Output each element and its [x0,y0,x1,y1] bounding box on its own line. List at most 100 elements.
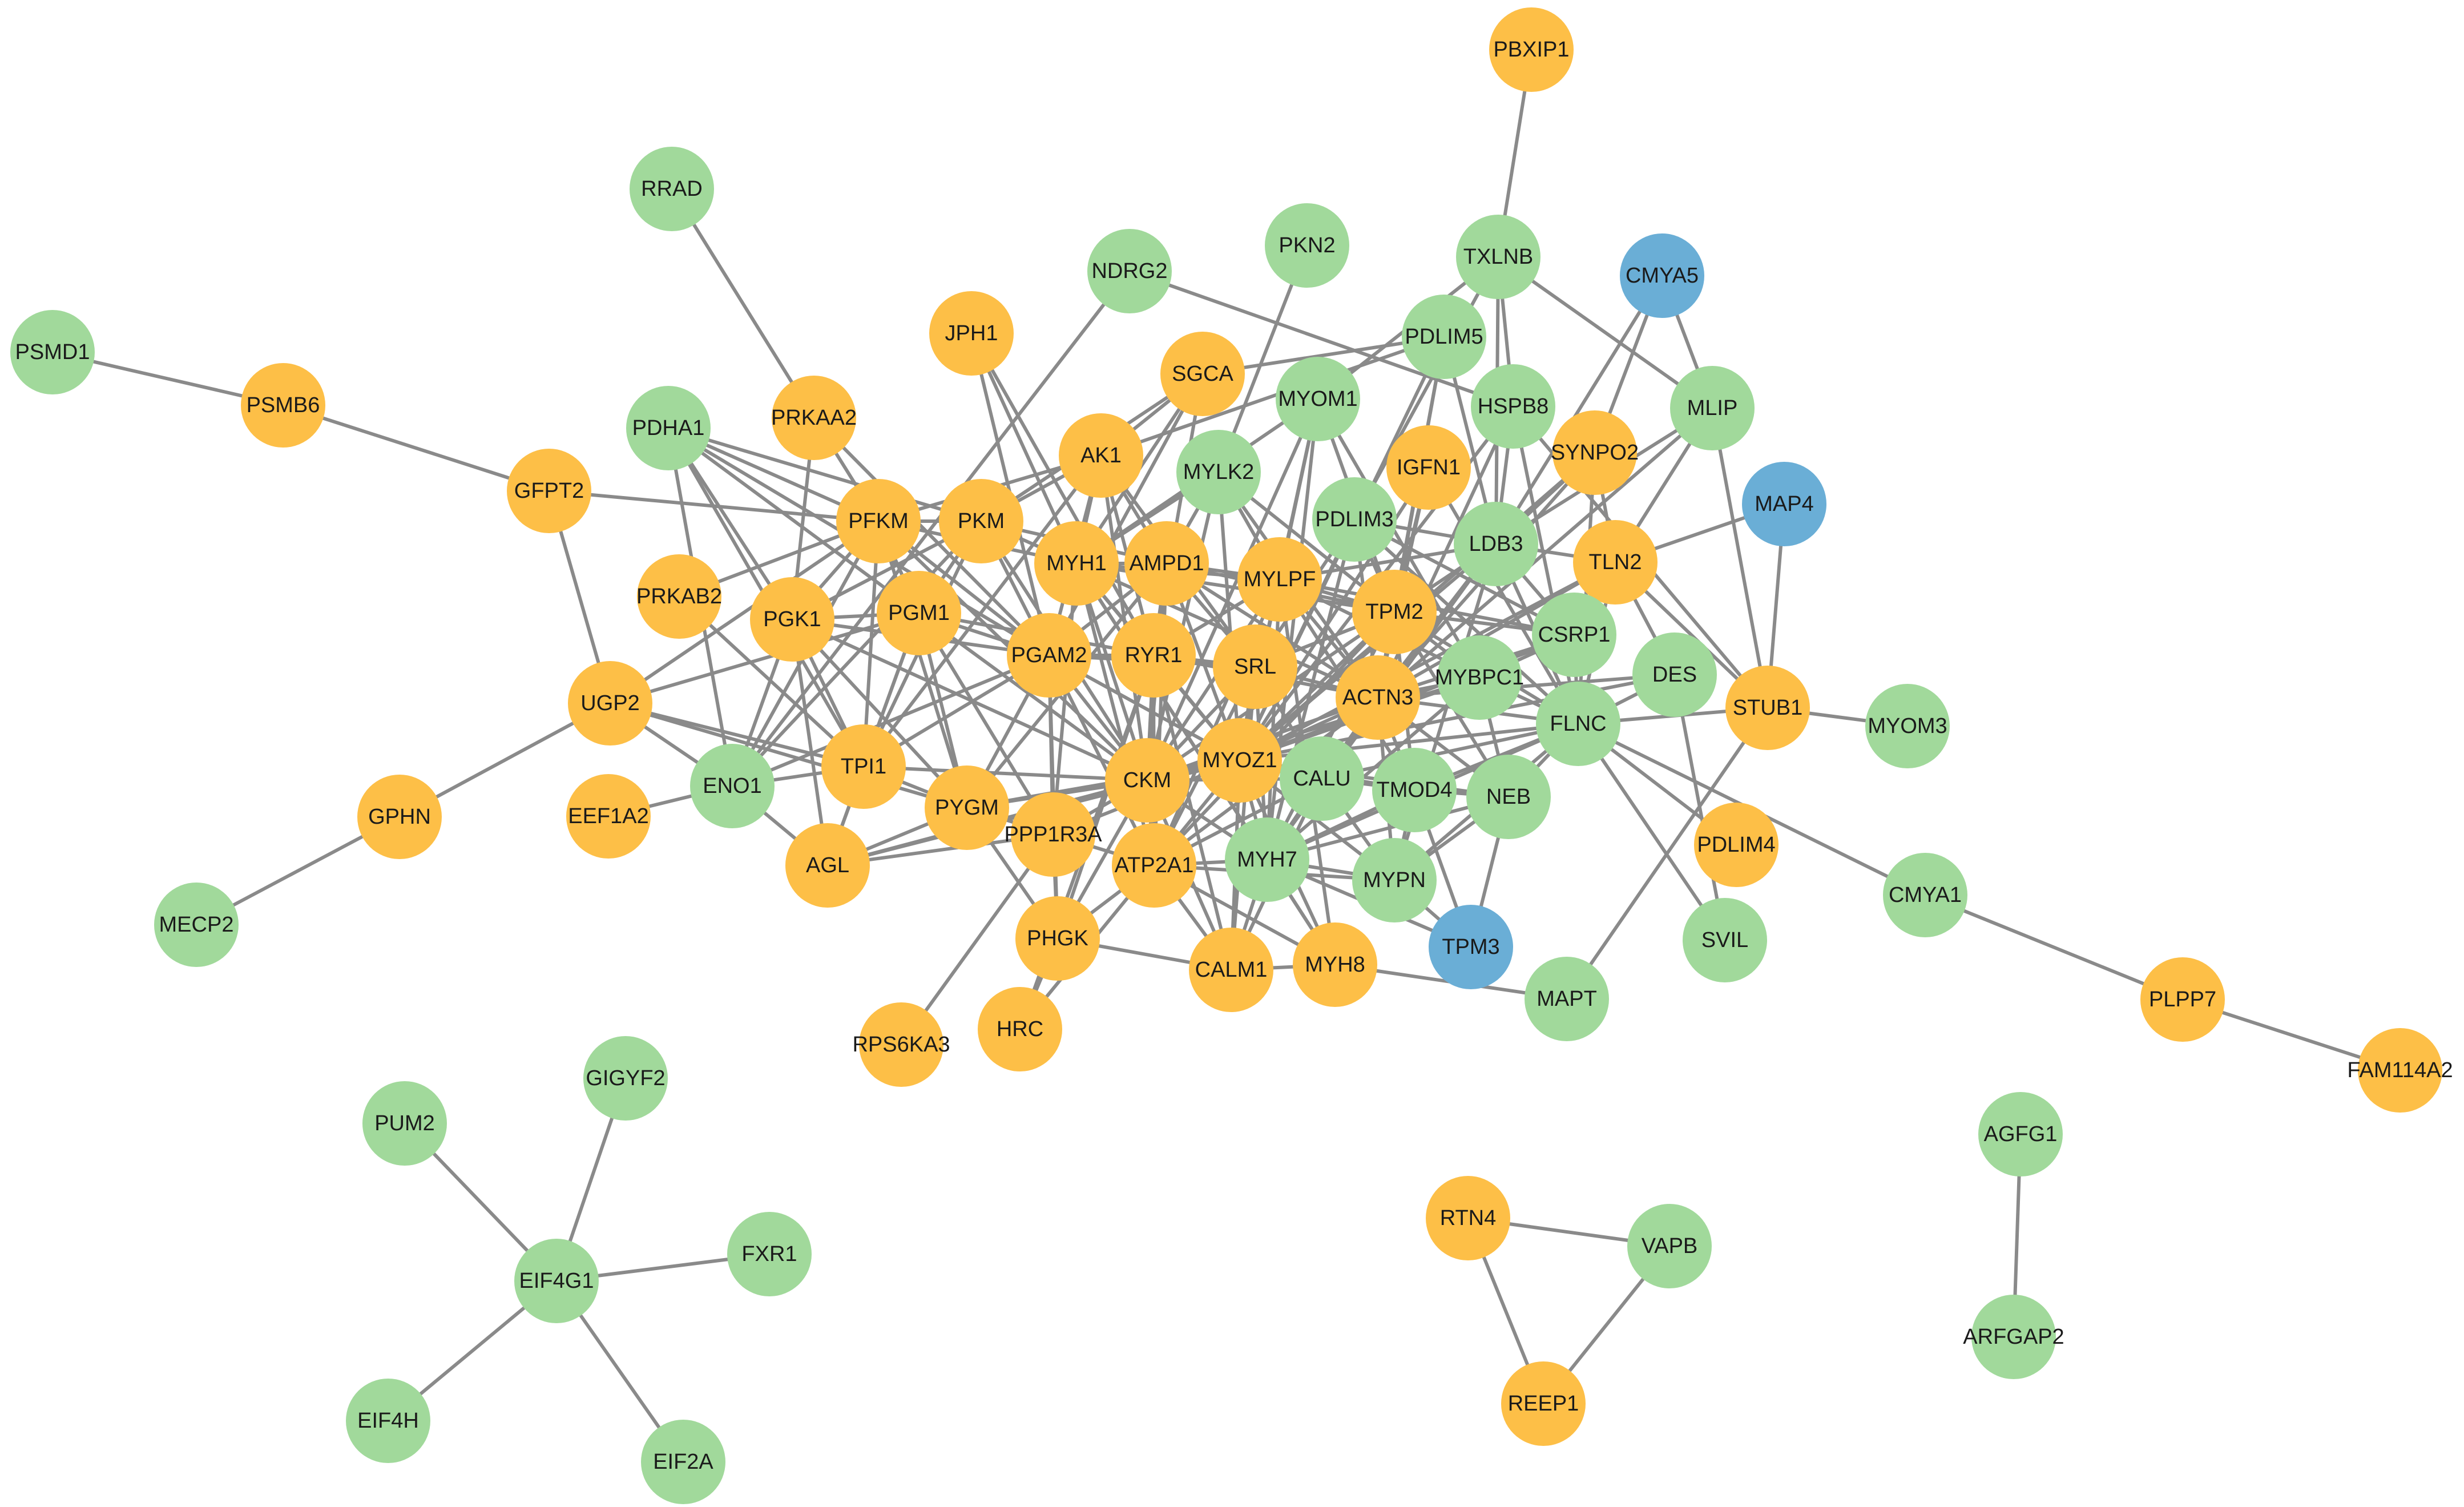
node-circle[interactable] [1237,537,1322,622]
node-ampd1[interactable]: AMPD1 [1124,521,1209,606]
node-pdha1[interactable]: PDHA1 [626,386,711,470]
node-pkn2[interactable]: PKN2 [1265,203,1349,288]
node-pgam2[interactable]: PGAM2 [1007,613,1091,698]
node-eif4g1[interactable]: EIF4G1 [514,1239,599,1323]
node-circle[interactable] [641,1420,725,1504]
node-agl[interactable]: AGL [785,823,870,908]
node-circle[interactable] [1742,462,1826,546]
node-circle[interactable] [1456,215,1540,299]
node-hrc[interactable]: HRC [978,987,1062,1071]
node-map4[interactable]: MAP4 [1742,462,1826,546]
node-tpm3[interactable]: TPM3 [1429,905,1513,989]
node-gigyf2[interactable]: GIGYF2 [583,1036,668,1121]
node-circle[interactable] [925,765,1009,850]
node-circle[interactable] [1015,896,1100,981]
node-mylpf[interactable]: MYLPF [1237,537,1322,622]
node-circle[interactable] [1437,635,1522,720]
node-pkm[interactable]: PKM [939,479,1023,563]
node-circle[interactable] [1293,922,1377,1007]
node-mylk2[interactable]: MYLK2 [1176,430,1261,514]
node-tpi1[interactable]: TPI1 [821,724,906,809]
node-circle[interactable] [1426,1176,1510,1260]
node-atp2a1[interactable]: ATP2A1 [1112,823,1196,908]
node-circle[interactable] [1632,632,1717,717]
node-circle[interactable] [630,147,714,231]
node-eif4h[interactable]: EIF4H [346,1379,430,1463]
node-circle[interactable] [568,661,652,746]
node-circle[interactable] [1552,410,1637,495]
node-circle[interactable] [1978,1092,2063,1176]
node-rrad[interactable]: RRAD [630,147,714,231]
node-circle[interactable] [1189,928,1273,1012]
node-circle[interactable] [836,479,921,563]
node-myh1[interactable]: MYH1 [1034,521,1119,606]
node-vapb[interactable]: VAPB [1627,1204,1712,1288]
node-tmod4[interactable]: TMOD4 [1372,748,1457,832]
node-calm1[interactable]: CALM1 [1189,928,1273,1012]
node-circle[interactable] [1059,413,1143,498]
node-circle[interactable] [1197,718,1282,803]
node-pgk1[interactable]: PGK1 [750,577,834,662]
node-tln2[interactable]: TLN2 [1573,520,1658,605]
node-circle[interactable] [772,376,856,460]
node-circle[interactable] [362,1081,447,1166]
node-circle[interactable] [1011,792,1095,877]
node-mybpc1[interactable]: MYBPC1 [1435,635,1524,720]
node-circle[interactable] [1501,1361,1586,1446]
node-jph1[interactable]: JPH1 [929,291,1014,376]
node-pdlim3[interactable]: PDLIM3 [1312,477,1397,562]
node-circle[interactable] [727,1212,812,1296]
node-calu[interactable]: CALU [1280,736,1364,821]
node-circle[interactable] [626,386,711,470]
node-circle[interactable] [1865,684,1950,768]
node-srl[interactable]: SRL [1213,624,1297,709]
node-circle[interactable] [939,479,1023,563]
node-circle[interactable] [821,724,906,809]
node-rtn4[interactable]: RTN4 [1426,1176,1510,1260]
node-circle[interactable] [1471,364,1555,449]
node-pdlim4[interactable]: PDLIM4 [1694,803,1779,887]
node-circle[interactable] [1525,957,1609,1041]
node-cmya5[interactable]: CMYA5 [1620,233,1704,318]
node-svil[interactable]: SVIL [1683,898,1767,982]
node-txlnb[interactable]: TXLNB [1456,215,1540,299]
node-circle[interactable] [1111,613,1196,698]
node-circle[interactable] [1352,570,1437,654]
node-mypn[interactable]: MYPN [1352,838,1437,922]
node-neb[interactable]: NEB [1466,755,1551,839]
node-circle[interactable] [1312,477,1397,562]
node-circle[interactable] [690,744,775,828]
node-ldb3[interactable]: LDB3 [1454,502,1538,586]
node-myh7[interactable]: MYH7 [1225,817,1309,902]
node-arfgap2[interactable]: ARFGAP2 [1963,1295,2064,1379]
node-phgk[interactable]: PHGK [1015,896,1100,981]
node-synpo2[interactable]: SYNPO2 [1551,410,1639,495]
node-prkab2[interactable]: PRKAB2 [636,554,722,639]
node-prkaa2[interactable]: PRKAA2 [771,376,857,460]
node-circle[interactable] [583,1036,668,1121]
node-ryr1[interactable]: RYR1 [1111,613,1196,698]
node-csrp1[interactable]: CSRP1 [1532,593,1616,677]
node-circle[interactable] [1280,736,1364,821]
node-circle[interactable] [154,883,239,967]
node-fam114a2[interactable]: FAM114A2 [2347,1028,2453,1113]
node-stub1[interactable]: STUB1 [1725,666,1810,750]
node-pfkm[interactable]: PFKM [836,479,921,563]
node-plpp7[interactable]: PLPP7 [2140,957,2225,1042]
node-cmya1[interactable]: CMYA1 [1883,853,1967,937]
node-des[interactable]: DES [1632,632,1717,717]
node-psmd1[interactable]: PSMD1 [10,310,95,394]
node-circle[interactable] [1225,817,1309,902]
node-circle[interactable] [1620,233,1704,318]
node-circle[interactable] [637,554,721,639]
node-circle[interactable] [1386,425,1471,510]
node-ndrg2[interactable]: NDRG2 [1087,229,1172,313]
node-circle[interactable] [750,577,834,662]
node-circle[interactable] [1087,229,1172,313]
node-circle[interactable] [2140,957,2225,1042]
node-circle[interactable] [1034,521,1119,606]
node-circle[interactable] [1160,332,1245,416]
node-circle[interactable] [1112,823,1196,908]
node-ugp2[interactable]: UGP2 [568,661,652,746]
node-circle[interactable] [357,775,442,859]
